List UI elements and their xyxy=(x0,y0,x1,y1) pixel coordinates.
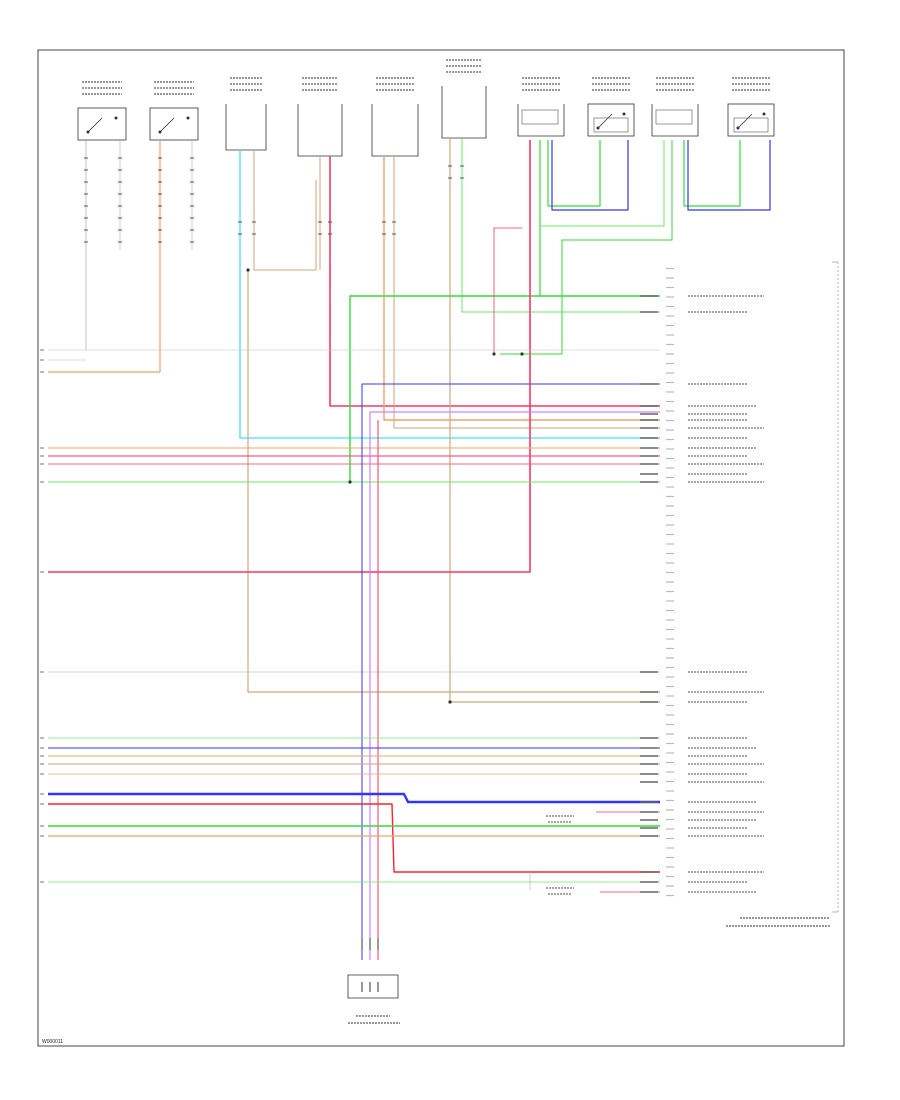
component-9 xyxy=(651,77,699,137)
component-box xyxy=(225,104,267,151)
junction-dot xyxy=(492,352,496,356)
component-box xyxy=(651,104,699,137)
wire-blue xyxy=(361,383,660,960)
wire-tan xyxy=(253,150,317,271)
switch-contact-icon xyxy=(114,116,118,120)
top-components xyxy=(77,59,775,157)
component-7 xyxy=(517,77,565,137)
junction-dot xyxy=(520,352,524,356)
wire-green xyxy=(547,140,601,207)
switch-icon xyxy=(159,117,175,133)
switch-contact-icon xyxy=(86,130,90,134)
component-4 xyxy=(297,77,343,157)
wire-cyan xyxy=(239,150,660,439)
component-6 xyxy=(441,59,487,139)
wire-green xyxy=(540,140,665,227)
diagram-id: W000011 xyxy=(42,1039,63,1045)
junction-dot xyxy=(448,700,452,704)
wire-harness xyxy=(48,138,771,960)
component-5 xyxy=(371,77,419,157)
switch-icon xyxy=(597,113,613,129)
component-box xyxy=(727,103,775,137)
switch-icon xyxy=(87,117,103,133)
switch-contact-icon xyxy=(186,116,190,120)
wire-blue xyxy=(551,140,629,211)
wire-green xyxy=(461,138,660,313)
component-3 xyxy=(225,77,267,151)
diagram-frame xyxy=(37,49,845,1047)
component-1 xyxy=(77,81,127,141)
sensor-icon xyxy=(733,117,769,133)
wire-green xyxy=(500,140,673,355)
wire-green xyxy=(349,295,660,482)
component-10 xyxy=(727,77,775,137)
wire-orange xyxy=(383,156,660,421)
component-box xyxy=(371,104,419,157)
motor-icon xyxy=(521,109,559,125)
switch-contact-icon xyxy=(762,112,766,116)
component-2 xyxy=(149,81,199,141)
switch-contact-icon xyxy=(736,126,740,130)
motor-icon xyxy=(655,109,693,125)
wire-blue xyxy=(687,140,771,211)
junction-dot xyxy=(246,268,250,272)
switch-contact-icon xyxy=(622,112,626,116)
junction-dot xyxy=(348,480,352,484)
wire-blue xyxy=(48,792,660,804)
control-unit-pins xyxy=(40,267,830,927)
component-box xyxy=(587,103,635,137)
sensor-box xyxy=(347,974,399,999)
wire-pink xyxy=(329,156,660,407)
switch-icon xyxy=(737,113,753,129)
component-8 xyxy=(587,77,635,137)
switch-contact-icon xyxy=(596,126,600,130)
component-box xyxy=(297,104,343,157)
bottom-sensor xyxy=(347,938,400,1024)
wire-orange xyxy=(48,140,161,373)
wire-green xyxy=(683,140,741,207)
wire-red xyxy=(48,803,660,873)
switch-contact-icon xyxy=(158,130,162,134)
component-box xyxy=(517,104,565,137)
wire-tan xyxy=(393,156,660,429)
component-box xyxy=(149,107,199,141)
wire-pink xyxy=(493,227,522,354)
sensor-icon xyxy=(593,117,629,133)
component-box xyxy=(441,86,487,139)
wire-tan xyxy=(247,270,660,693)
wire-violet xyxy=(369,411,660,960)
wire-pink xyxy=(48,140,531,573)
component-box xyxy=(77,107,127,141)
